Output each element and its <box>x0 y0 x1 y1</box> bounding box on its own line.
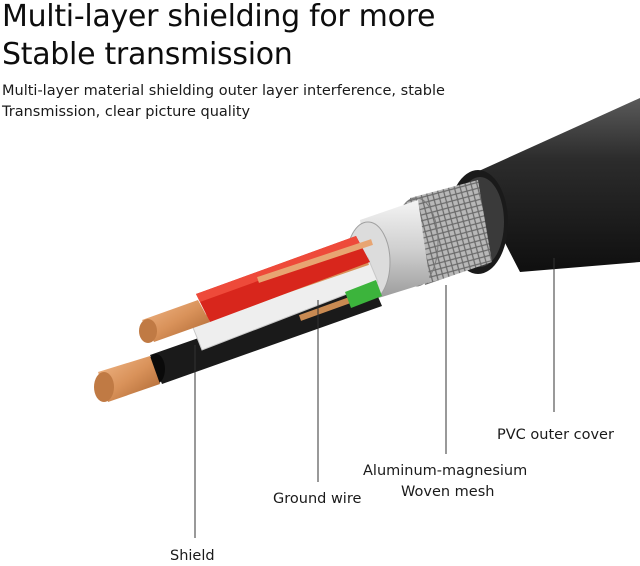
shield-label: Shield <box>170 548 215 564</box>
pvc-cover-label: PVC outer cover <box>497 427 614 443</box>
mesh-label-line-2: Woven mesh <box>401 484 495 500</box>
pointer-lines <box>194 258 555 538</box>
mesh-label-line-1: Aluminum-magnesium <box>363 463 528 479</box>
red-wire <box>139 236 373 343</box>
subheading-line-1: Multi-layer material shielding outer lay… <box>2 83 445 99</box>
headline-line-1: Multi-layer shielding for more <box>2 0 436 34</box>
headline-line-2: Stable transmission <box>2 37 293 72</box>
green-wire <box>345 280 382 308</box>
ground-wire-label: Ground wire <box>273 491 362 507</box>
subheading-line-2: Transmission, clear picture quality <box>2 104 251 120</box>
black-wire <box>94 278 382 402</box>
